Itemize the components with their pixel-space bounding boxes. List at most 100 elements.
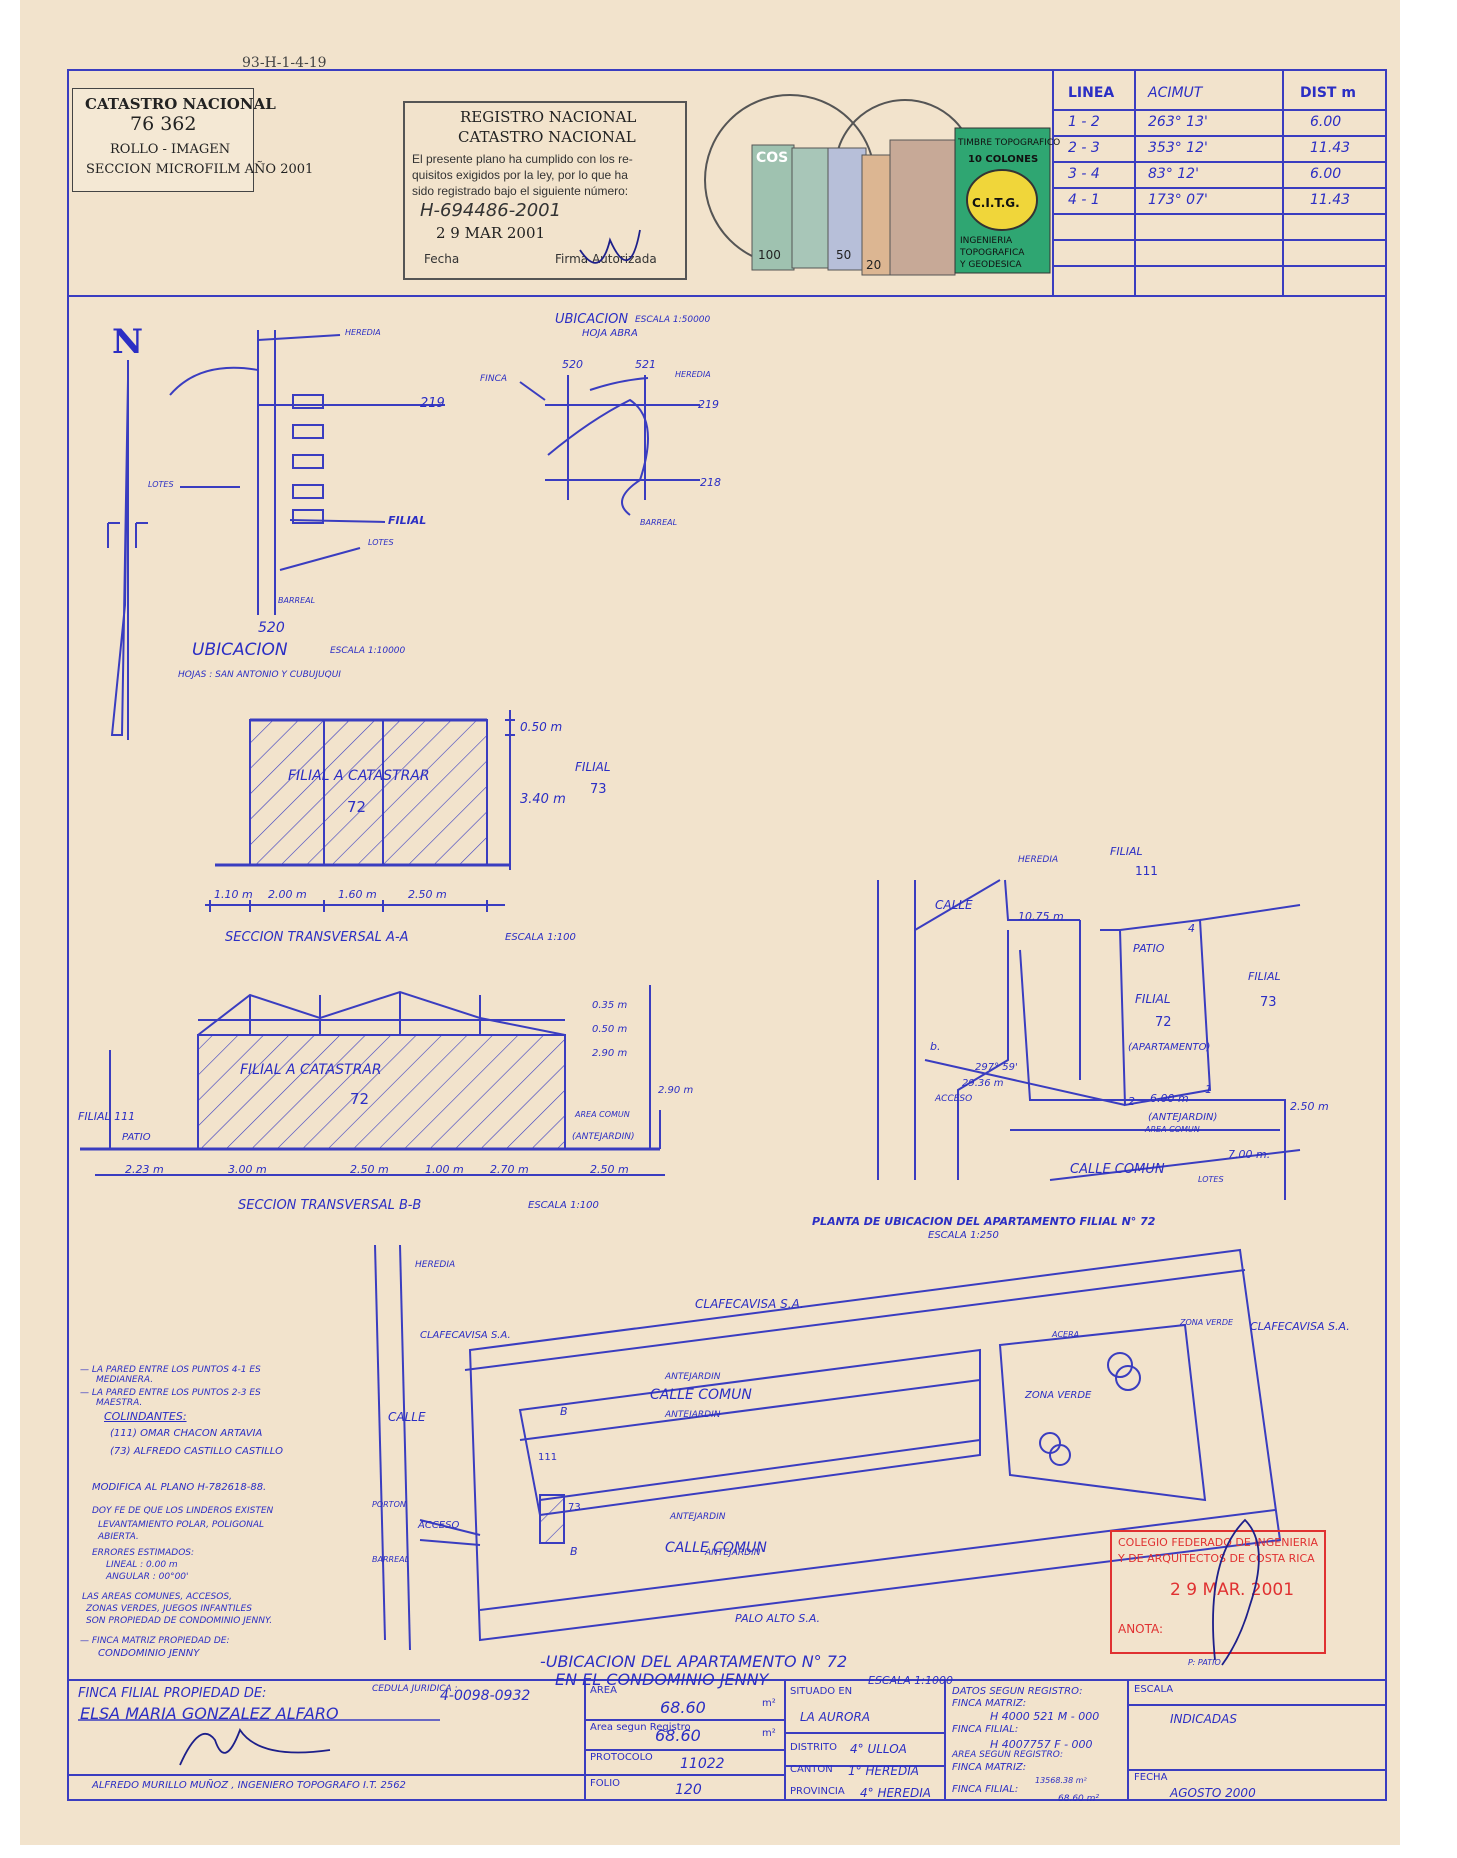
- condo-scale: ESCALA 1:1000: [868, 1674, 953, 1687]
- apt-calle-comun-bottom: CALLE COMUN: [1070, 1162, 1165, 1177]
- condo-b-marker-1: B: [560, 1405, 568, 1418]
- microfilm-stamp: [72, 88, 254, 192]
- registry-text-1: El presente plano ha cumplido con los re…: [412, 152, 633, 166]
- college-stamp: [1110, 1530, 1326, 1654]
- folio-label: FOLIO: [590, 1778, 621, 1789]
- loc10-filial: FILIAL: [388, 514, 427, 527]
- condo-porton: PORTON: [372, 1500, 406, 1509]
- note-1: — LA PARED ENTRE LOS PUNTOS 4-1 ES: [80, 1365, 261, 1375]
- section-aa-d1: 1.10 m: [214, 888, 253, 901]
- registry-date-label: Fecha: [424, 252, 460, 266]
- finca-matriz-label: FINCA MATRIZ:: [952, 1698, 1027, 1709]
- condo-b-marker-2: B: [570, 1545, 578, 1558]
- protocolo-value: 11022: [680, 1756, 725, 1772]
- section-bb-title: SECCION TRANSVERSAL B-B: [238, 1198, 422, 1213]
- loc10-sheet: 520: [258, 620, 285, 636]
- colindantes-title: COLINDANTES:: [104, 1410, 187, 1423]
- colindante-2: (73) ALFREDO CASTILLO CASTILLO: [110, 1446, 283, 1457]
- section-bb-area-comun: AREA COMUN: [575, 1110, 630, 1119]
- plan-sheet: [20, 0, 1400, 1845]
- apt-filial-73: FILIAL: [1248, 970, 1281, 983]
- apt-bearing: 297° 59': [975, 1062, 1018, 1073]
- survey-row-4-dist: 11.43: [1310, 192, 1351, 208]
- apt-d700: 7.00 m.: [1228, 1148, 1271, 1161]
- ff-area-label: FINCA FILIAL:: [952, 1784, 1019, 1795]
- apt-b: b.: [930, 1040, 941, 1053]
- condo-unit-111: 111: [538, 1452, 558, 1463]
- survey-row-2-dist: 11.43: [1310, 140, 1351, 156]
- canton-label: CANTON: [790, 1764, 833, 1775]
- college-stamp-date: 2 9 MAR. 2001: [1170, 1580, 1295, 1600]
- condo-clafecavisa-left: CLAFECAVISA S.A.: [420, 1330, 511, 1341]
- provincia-value: 4° HEREDIA: [860, 1786, 931, 1800]
- survey-row-1-dist: 6.00: [1310, 114, 1342, 130]
- fm-area-value: 13568.38 m²: [1035, 1776, 1087, 1785]
- section-bb-filial-left: FILIAL 111: [78, 1110, 136, 1123]
- colindante-1: (111) OMAR CHACON ARTAVIA: [110, 1428, 263, 1439]
- loc10-barreal: BARREAL: [278, 596, 316, 605]
- survey-header-linea: LINEA: [1068, 85, 1115, 101]
- survey-header-dist: DIST m: [1300, 85, 1356, 101]
- condo-palo-alto: PALO ALTO S.A.: [735, 1612, 821, 1625]
- section-bb-h1: 0.35 m: [592, 1000, 628, 1011]
- registry-title-2: CATASTRO NACIONAL: [458, 128, 636, 146]
- area-label: AREA: [590, 1685, 617, 1696]
- finca-filial-label: FINCA FILIAL:: [952, 1724, 1019, 1735]
- canton-value: 1° HEREDIA: [848, 1764, 919, 1778]
- apt-pt4: 4: [1188, 922, 1195, 935]
- registry-text-2: quisitos exigidos por la ley, por lo que…: [412, 168, 628, 182]
- stamp-value-100: 100: [758, 248, 781, 262]
- apt-d250: 2.50 m: [1290, 1100, 1329, 1113]
- section-bb-d3: 2.50 m: [350, 1163, 389, 1176]
- note-7: — FINCA MATRIZ PROPIEDAD DE:: [80, 1636, 230, 1646]
- loc50-finca: FINCA: [480, 374, 508, 384]
- north-label: N: [112, 322, 144, 362]
- fecha-value: AGOSTO 2000: [1170, 1786, 1256, 1800]
- survey-row-2-azimuth: 353° 12': [1148, 140, 1208, 156]
- section-bb-h2: 0.50 m: [592, 1024, 628, 1035]
- loc50-grid-218: 218: [700, 476, 721, 489]
- loc50-scale: ESCALA 1:50000: [635, 315, 711, 325]
- registry-stamp: [403, 101, 687, 280]
- section-bb-unit: 72: [350, 1090, 370, 1108]
- condo-antejardin-1: ANTEJARDIN: [665, 1372, 721, 1382]
- condo-title: -UBICACION DEL APARTAMENTO N° 72: [540, 1652, 848, 1671]
- area-registry-label: Area segun Registro: [590, 1722, 691, 1733]
- apt-scale: ESCALA 1:250: [928, 1230, 999, 1241]
- area-value: 68.60: [660, 1698, 706, 1717]
- section-bb-antejardin: (ANTEJARDIN): [572, 1132, 635, 1142]
- note-1b: MEDIANERA.: [96, 1375, 154, 1385]
- section-bb-scale: ESCALA 1:100: [528, 1200, 599, 1211]
- section-aa-scale: ESCALA 1:100: [505, 932, 576, 943]
- section-aa-d4: 2.50 m: [408, 888, 447, 901]
- note-6c: SON PROPIEDAD DE CONDOMINIO JENNY.: [86, 1616, 273, 1626]
- registry-text-3: sido registrado bajo el siguiente número…: [412, 184, 629, 198]
- survey-row-4-azimuth: 173° 07': [1148, 192, 1208, 208]
- note-5b: LINEAL : 0.00 m: [106, 1560, 178, 1570]
- section-aa-h2: 3.40 m: [520, 792, 566, 807]
- survey-row-1-line: 1 - 2: [1068, 114, 1100, 130]
- loc50-grid-219: 219: [698, 398, 719, 411]
- ff-area-value: 68.60 m²: [1058, 1794, 1100, 1804]
- apt-pt2: 2: [1128, 1095, 1135, 1108]
- apt-lotes: LOTES: [1198, 1175, 1224, 1184]
- apt-antejardin: (ANTEJARDIN): [1148, 1112, 1218, 1123]
- microfilm-title: CATASTRO NACIONAL: [85, 95, 276, 113]
- section-bb-h3: 2.90 m: [592, 1048, 628, 1059]
- section-bb-d5: 2.70 m: [490, 1163, 529, 1176]
- loc10-heredia: HEREDIA: [345, 328, 381, 337]
- loc50-grid-521: 521: [635, 358, 656, 371]
- apt-heredia: HEREDIA: [1018, 855, 1059, 865]
- stamp-value-20: 20: [866, 258, 882, 272]
- finca-filial-value: H 4007757 F - 000: [990, 1738, 1093, 1751]
- apt-area-comun: AREA COMUN: [1145, 1125, 1200, 1134]
- section-bb-h4: 2.90 m: [658, 1085, 694, 1096]
- section-aa-h1: 0.50 m: [520, 720, 563, 734]
- note-6b: ZONAS VERDES, JUEGOS INFANTILES: [86, 1604, 252, 1614]
- microfilm-roll: ROLLO - IMAGEN: [110, 142, 231, 157]
- college-stamp-anota: ANOTA:: [1118, 1622, 1164, 1636]
- distrito-label: DISTRITO: [790, 1742, 837, 1753]
- note-6: LAS AREAS COMUNES, ACCESOS,: [82, 1592, 232, 1602]
